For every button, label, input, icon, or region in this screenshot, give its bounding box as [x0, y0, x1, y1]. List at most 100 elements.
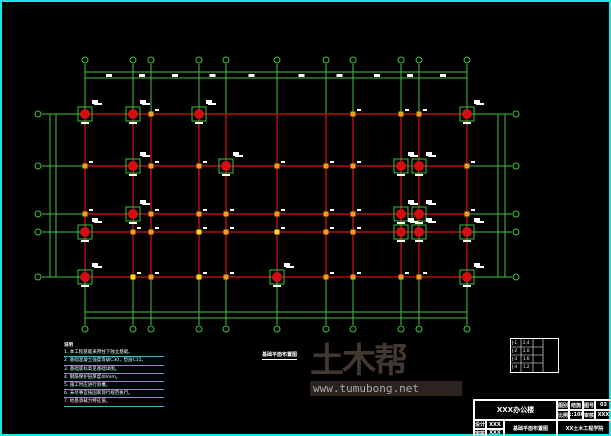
column-label	[281, 227, 285, 229]
footing-dimension	[415, 240, 423, 242]
axis-bubble	[34, 162, 42, 170]
table-cell: J-1	[512, 340, 518, 345]
column	[350, 229, 356, 235]
foundation-table: J-1 2.4 J-2 2.0 J-3 1.6 J-4 1.2	[510, 338, 559, 373]
column-footing	[462, 227, 472, 237]
axis-bubble	[147, 56, 155, 64]
sheet-type: 结施	[569, 400, 583, 410]
sheet-type-label: 图别	[557, 400, 569, 410]
axis-bubble	[512, 210, 520, 218]
dimension-text	[248, 74, 255, 77]
footing-dimension	[129, 222, 137, 224]
design-notes: 说明 1. 本工程基础采用柱下独立基础。 2. 基础混凝土强度等级C30，垫层C…	[64, 342, 164, 407]
column-label	[357, 272, 361, 274]
note-line: 5. 施工时应进行验槽。	[64, 382, 164, 391]
column	[148, 111, 154, 117]
footing-label	[408, 200, 414, 204]
note-line: 1. 本工程基础采用柱下独立基础。	[64, 349, 164, 358]
drawing-title: 基础平面布置图	[262, 352, 298, 360]
column-label	[330, 227, 334, 229]
sheet-no: 03	[595, 400, 611, 410]
footing-label	[428, 221, 436, 223]
footing-label	[94, 221, 102, 223]
footing-dimension	[463, 285, 471, 287]
footing-dimension	[81, 285, 89, 287]
axis-bubble	[397, 325, 405, 333]
column	[196, 163, 202, 169]
footing-label	[426, 200, 432, 204]
axis-bubble	[463, 325, 471, 333]
footing-outline	[218, 158, 234, 174]
column	[464, 163, 470, 169]
axis-bubble	[222, 325, 230, 333]
column-footing	[462, 272, 472, 282]
footing-label	[428, 155, 436, 157]
column-label	[230, 272, 234, 274]
column	[350, 111, 356, 117]
column-label	[230, 209, 234, 211]
footing-label	[476, 266, 484, 268]
dimension-text	[209, 74, 216, 77]
column	[323, 274, 329, 280]
footing-outline	[77, 224, 93, 240]
column	[196, 274, 202, 280]
footing-dimension	[397, 174, 405, 176]
axis-bubble	[34, 210, 42, 218]
footing-dimension	[463, 240, 471, 242]
axis-bubble	[512, 162, 520, 170]
column	[398, 111, 404, 117]
column-label	[203, 161, 207, 163]
column-label	[330, 272, 334, 274]
column	[130, 274, 136, 280]
column-label	[357, 109, 361, 111]
column-label	[423, 272, 427, 274]
column-footing	[272, 272, 282, 282]
footing-label	[92, 263, 98, 267]
dimension-text	[298, 74, 305, 77]
axis-bubble	[273, 56, 281, 64]
table-cell: J-2	[512, 348, 518, 353]
footing-outline	[459, 106, 475, 122]
column	[148, 274, 154, 280]
axis-bubble	[463, 56, 471, 64]
column	[350, 163, 356, 169]
axis-bubble	[322, 325, 330, 333]
watermark: 土木帮 www.tumubong.net	[310, 343, 462, 396]
note-line: 4. 钢筋保护层厚度40mm。	[64, 374, 164, 383]
dimension-text	[440, 74, 446, 77]
footing-label	[476, 103, 484, 105]
column-label	[155, 209, 159, 211]
column	[223, 274, 229, 280]
column-footing	[128, 161, 138, 171]
footing-dimension	[415, 222, 423, 224]
axis-bubble	[512, 273, 520, 281]
column	[82, 211, 88, 217]
axis-bubble	[397, 56, 405, 64]
axis-bubble	[415, 56, 423, 64]
footing-outline	[411, 224, 427, 240]
column	[223, 229, 229, 235]
footing-dimension	[129, 174, 137, 176]
footing-dimension	[463, 122, 471, 124]
column	[274, 163, 280, 169]
column-footing	[80, 272, 90, 282]
column	[350, 211, 356, 217]
dimension-text	[106, 74, 112, 77]
footing-dimension	[81, 122, 89, 124]
axis-bubble	[34, 228, 42, 236]
column	[148, 211, 154, 217]
footing-label	[408, 218, 414, 222]
column	[148, 163, 154, 169]
axis-bubble	[81, 325, 89, 333]
column-footing	[396, 161, 406, 171]
scale-value: 1:100	[568, 410, 584, 420]
dimension-text	[172, 74, 178, 77]
design-value: XXX	[486, 420, 504, 429]
column	[323, 229, 329, 235]
column-label	[357, 161, 361, 163]
footing-dimension	[129, 122, 137, 124]
footing-label	[284, 263, 290, 267]
axis-bubble	[147, 325, 155, 333]
dimension-text	[374, 74, 380, 77]
